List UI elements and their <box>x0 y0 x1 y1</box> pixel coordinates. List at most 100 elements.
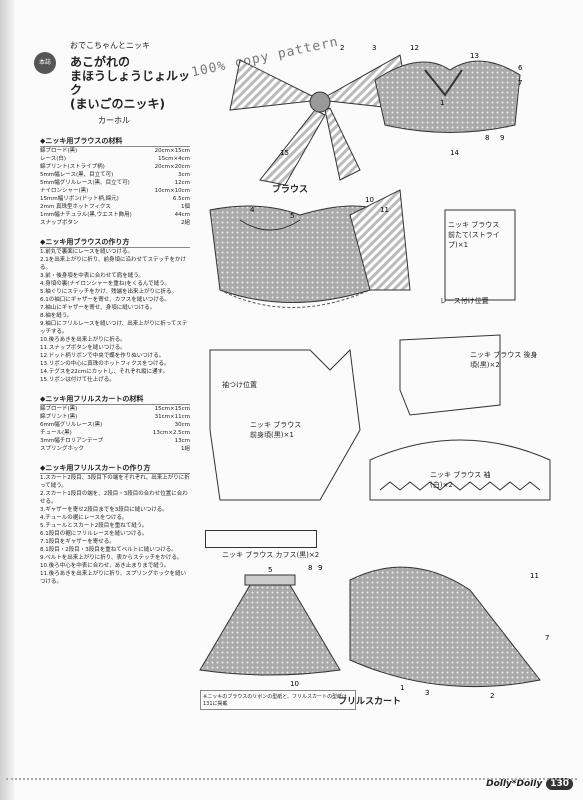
blouse-materials-list: 綿ブロード(黒)20cm×15cm レース(白)15cm×4cm 綿プリント(ス… <box>40 147 190 227</box>
callout-number: 11 <box>530 572 539 580</box>
instructions-column: 本誌 おでこちゃんとニッキ あこがれの まほうしょうじょルック (まいごのニッキ… <box>34 40 191 586</box>
back-neckline <box>239 219 301 231</box>
skirt-illustration: 5 8 9 10 11 7 1 3 2 <box>199 564 549 700</box>
callout-number: 11 <box>380 206 389 214</box>
front-body-label: ニッキ ブラウス 前身頃(黒)×1 <box>250 421 302 439</box>
callout-number: 9 <box>318 564 322 572</box>
list-item: 14.テグスを22cmにカットし、それぞれ縦に通す。 <box>40 369 169 375</box>
magazine-badge: 本誌 <box>34 52 56 74</box>
blouse-steps-heading: ◆ニッキ用ブラウスの作り方 <box>40 237 190 248</box>
list-item: 15mm幅リボン(ドット柄,綿元)6.5cm <box>40 196 190 202</box>
list-item: レース(白)15cm×4cm <box>40 156 190 162</box>
author: カーホル <box>98 116 130 125</box>
list-item: 4.身頃の裏(ナイロンシャーを重ね)をくるんで縫う。 <box>40 281 170 287</box>
list-item: 6.1段目の裾にフリルレースを縫いつける。 <box>40 531 148 537</box>
list-item: 1.前丸で裏面にレースを縫いつける。 <box>40 249 133 255</box>
list-item: 10.後ろあきを出来上がりに折る。 <box>40 337 126 343</box>
skirt-materials-list: 綿ブロード(黒)15cm×15cm 綿プリント(黒)31cm×11cm 6mm幅… <box>40 405 190 453</box>
callout-number: 13 <box>470 52 479 60</box>
list-item: 5.チュールとスカート2段目を重ねて縫う。 <box>40 523 148 529</box>
callout-number: 10 <box>365 196 374 204</box>
back-body-label: ニッキ ブラウス 後身頃(黒)×2 <box>470 351 538 369</box>
list-item: 8.1段目・2段目・3段目を重ねてベルトに縫いつける。 <box>40 547 177 553</box>
cuff-piece <box>205 530 317 548</box>
callout-number: 4 <box>250 206 255 214</box>
book-spine <box>0 0 14 800</box>
page-title: あこがれの まほうしょうじょルック (まいごのニッキ) <box>70 55 191 111</box>
callout-number: 6 <box>518 64 523 72</box>
list-item: 6mm幅グリルレース(黒)30cm <box>40 422 190 428</box>
list-item: 綿ブロード(黒)15cm×15cm <box>40 406 190 412</box>
list-item: 2.スカート1段目の端を、2段目・3段目の合わせ位置に合わせる。 <box>40 491 188 505</box>
bow-back-tail <box>349 189 411 291</box>
skirt-waistband <box>244 574 296 586</box>
callout-number: 7 <box>545 634 549 642</box>
list-item: 7.1段目をギャザーを寄せる。 <box>40 539 115 545</box>
subtitle: おでこちゃんとニッキ <box>70 41 150 50</box>
callout-number: 5 <box>268 566 272 574</box>
callout-number: 7 <box>518 79 522 87</box>
list-item: 9.ベルトを出来上がりに折り、表からステッチをかける。 <box>40 555 183 561</box>
list-item: 10.後ろ中心を中表に合わせ、あき止まりまで縫う。 <box>40 563 170 569</box>
list-item: 13.リボンの中心に真珠のホットフィクスをつける。 <box>40 361 170 367</box>
sleeve-zigzag <box>379 481 541 491</box>
list-item: 3.ギャザーを寄せ2段目までを3段目に縫いつける。 <box>40 507 168 513</box>
front-stripe-label: ニッキ ブラウス 前たて(ストライプ)×1 <box>448 221 500 249</box>
blouse-illustration: 2 3 12 13 6 7 8 9 14 15 4 5 10 11 1 <box>209 44 523 308</box>
list-item: 1mm幅ナチュラル(黒,ウエスト飾用)44cm <box>40 212 190 218</box>
list-item: 5mm幅レース(黒、目立て可)3cm <box>40 172 190 178</box>
skirt-front <box>199 584 341 676</box>
blouse-steps-list: 1.前丸で裏面にレースを縫いつける。 2.1を出来上がりに折り、前身頃に沿わせて… <box>40 248 190 384</box>
page-number: 130 <box>546 778 573 790</box>
skirt-steps-heading: ◆ニッキ用フリルスカートの作り方 <box>40 463 190 474</box>
list-item: 2.1を出来上がりに折り、前身頃に沿わせてステッチをかける。 <box>40 257 187 271</box>
callout-number: 5 <box>290 212 294 220</box>
sleeve-piece <box>369 439 551 501</box>
cuff-label: ニッキ ブラウス カフス(黒)×2 <box>222 551 320 559</box>
callout-number: 12 <box>410 44 419 52</box>
blouse-label: ブラウス <box>272 185 309 195</box>
lace-position-label: レース付け位置 <box>440 297 489 305</box>
front-stripe-piece <box>444 209 516 301</box>
sleeve-label: ニッキ ブラウス 袖(白)×2 <box>430 471 491 489</box>
callout-number: 2 <box>340 44 344 52</box>
callout-number: 8 <box>485 134 489 142</box>
list-item: 綿ブロード(黒)20cm×15cm <box>40 148 190 154</box>
bottom-border <box>6 772 577 780</box>
callout-number: 3 <box>372 44 376 52</box>
callout-number: 9 <box>500 134 504 142</box>
list-item: チュール(黒)13cm×2.5cm <box>40 430 190 436</box>
callout-number: 8 <box>308 564 312 572</box>
list-item: 6.1の袖口にギャザーを寄せ、カフスを縫いつける。 <box>40 297 170 303</box>
callout-number: 14 <box>450 149 459 157</box>
callout-number: 1 <box>440 99 444 107</box>
back-body-piece <box>399 334 501 416</box>
list-item: 15.リボンは付けて仕上げる。 <box>40 377 115 383</box>
list-item: 9.袖口にフリルレースを縫いつけ、出来上がりに折ってステッチする。 <box>40 321 188 335</box>
callout-number: 1 <box>400 684 404 692</box>
skirt-frill <box>349 566 541 688</box>
front-body-piece <box>209 348 361 501</box>
callout-number: 3 <box>425 689 429 697</box>
list-item: 8.袖を縫う。 <box>40 313 73 319</box>
bow-tail <box>259 109 326 186</box>
pattern-note: ※ニッキのブラウスのリボンの型紙と、フリルスカートの型紙は131に掲載 <box>200 690 356 710</box>
list-item: 7.袖山にギャザーを寄せ、身頃に縫いつける。 <box>40 305 156 311</box>
list-item: 11.後ろあきを出来上がりに折り、スプリングホックを縫いつける。 <box>40 571 187 585</box>
blouse-materials-heading: ◆ニッキ用ブラウスの材料 <box>40 136 190 147</box>
callout-number: 15 <box>280 149 289 157</box>
list-item: ナイロンシャー(黒)10cm×10cm <box>40 188 190 194</box>
callout-number: 2 <box>490 692 494 700</box>
bow-tail <box>324 107 361 181</box>
list-item: 4.チュールの裾にレースをつける。 <box>40 515 128 521</box>
list-item: 5.袖ぐりにステッチをかけ、残端を出来上がりに折る。 <box>40 289 177 295</box>
list-item: 11.スナップボタンを縫いつける。 <box>40 345 126 351</box>
blouse-back <box>209 205 381 303</box>
bow-knot <box>309 91 331 113</box>
